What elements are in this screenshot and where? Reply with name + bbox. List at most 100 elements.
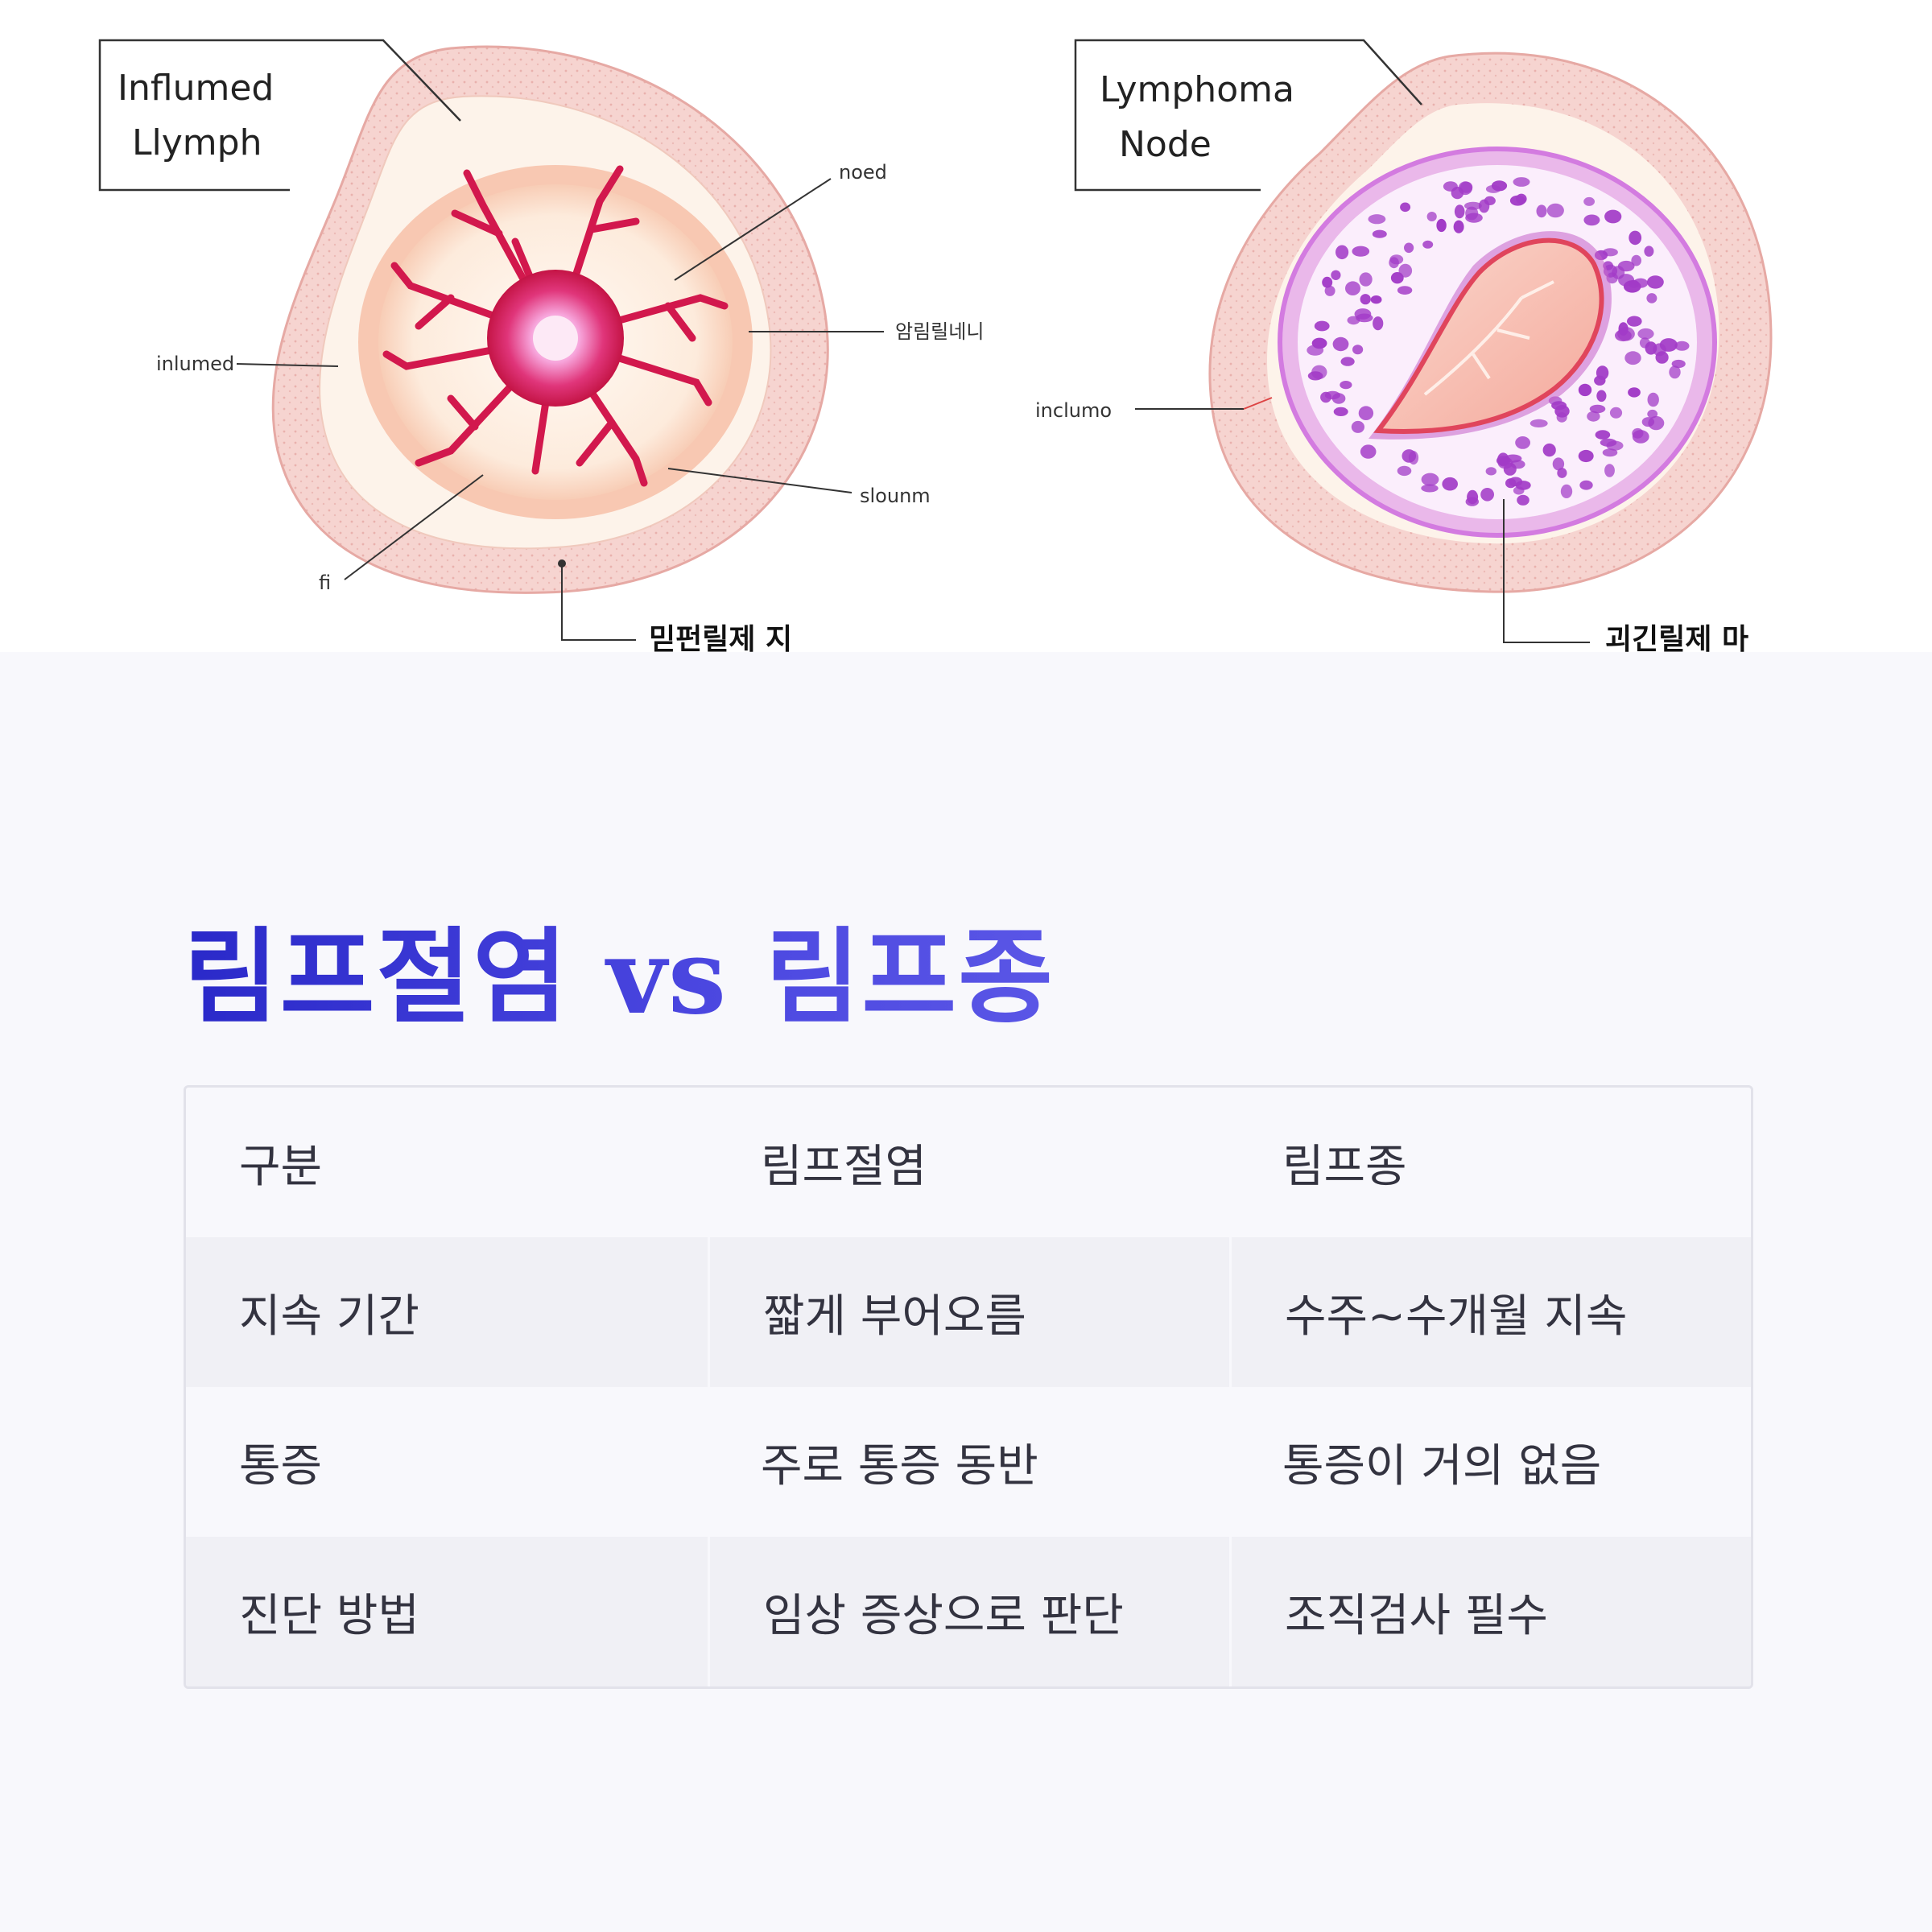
lymphoma-cell — [1359, 272, 1373, 287]
right-title-line-2: Node — [1119, 124, 1212, 165]
lymphoma-cell — [1587, 411, 1600, 422]
lymphoma-cell — [1618, 322, 1629, 336]
lymphoma-cell — [1397, 465, 1412, 477]
lymphoma-cell — [1646, 275, 1664, 289]
lymphoma-cell — [1372, 229, 1387, 238]
lymphoma-cell — [1617, 260, 1635, 272]
lymphoma-cell — [1589, 404, 1606, 414]
lymphoma-cell — [1628, 387, 1641, 398]
label-inlumed: inlumed — [156, 353, 234, 375]
lymphoma-cell — [1542, 443, 1556, 457]
label-right: 암림릴네니 — [895, 320, 984, 343]
lymphoma-cell — [1669, 365, 1681, 379]
label-noed: noed — [839, 161, 887, 184]
lymphoma-cell — [1655, 351, 1669, 364]
lymphoma-cell — [1624, 351, 1641, 365]
lymphoma-cell — [1583, 196, 1595, 206]
lymphoma-cell — [1467, 489, 1479, 505]
lymphoma-cell — [1442, 477, 1458, 491]
lymphoma-cell — [1370, 295, 1382, 304]
lymphoma-cell — [1659, 338, 1678, 352]
table-cell: 수주~수개월 지속 — [1229, 1237, 1751, 1387]
table-header-row: 구분 림프절염 림프종 — [186, 1088, 1751, 1237]
lymphoma-cell — [1453, 220, 1464, 233]
lymphoma-cell — [1629, 279, 1639, 288]
lymphoma-cell — [1332, 336, 1349, 352]
lymphoma-cell — [1530, 419, 1548, 428]
lymphoma-cell — [1644, 246, 1654, 257]
table-header-cell: 구분 — [239, 1140, 323, 1193]
lymphoma-cell — [1632, 430, 1649, 444]
lymphoma-cell — [1631, 254, 1641, 266]
table-cell: 임상 증상으로 판단 — [708, 1537, 1229, 1686]
lymphoma-cell — [1578, 449, 1594, 463]
lymphoma-cell — [1324, 390, 1340, 400]
lymphoma-cell — [1345, 281, 1360, 296]
table-row: 통증 주로 통증 동반 통증이 거의 없음 — [186, 1387, 1751, 1537]
table-header-cell: 림프종 — [1282, 1140, 1407, 1193]
lymphoma-cell — [1629, 230, 1642, 246]
left-title-line-2: Llymph — [132, 122, 262, 163]
table-header-cell: 림프절염 — [761, 1140, 927, 1193]
lymphoma-cell — [1515, 481, 1531, 490]
lymphoma-cell — [1404, 242, 1414, 254]
lymphoma-cell — [1422, 240, 1434, 249]
lymphoma-cell — [1583, 214, 1600, 226]
lymphoma-cell — [1358, 406, 1374, 420]
lymphoma-cell — [1352, 345, 1364, 355]
lymphoma-cell — [1596, 390, 1607, 402]
lymph-node-illustration: Influmed Llymph noed 암림릴네니 inlumed sloun… — [0, 0, 1932, 652]
lymphoma-cell — [1335, 245, 1349, 260]
lymphoma-cell — [1674, 341, 1690, 351]
lymphoma-cell — [1602, 248, 1618, 257]
lymphoma-cell — [1333, 407, 1348, 416]
lymphoma-cell — [1546, 203, 1564, 218]
lymphoma-cell — [1421, 473, 1439, 486]
lymphoma-cell — [1646, 293, 1657, 303]
lymphoma-cell — [1426, 212, 1437, 221]
comparison-table: 구분 림프절염 림프종 지속 기간 짧게 부어오름 수주~수개월 지속 통증 주… — [184, 1085, 1753, 1689]
lymphoma-cell — [1609, 407, 1623, 419]
lymphoma-cell — [1436, 218, 1447, 233]
lymphoma-cell — [1389, 254, 1404, 265]
table-cell: 짧게 부어오름 — [708, 1237, 1229, 1387]
lymphoma-cell — [1600, 438, 1617, 447]
lymphoma-cell — [1373, 316, 1384, 331]
lymphoma-cell — [1560, 484, 1573, 499]
lymphoma-cell — [1513, 177, 1530, 187]
lymphoma-cell — [1485, 467, 1497, 476]
table-cell: 통증이 거의 없음 — [1282, 1439, 1602, 1492]
page-title: 림프절염 vs 림프종 — [184, 894, 1055, 1042]
lymphoma-cell — [1645, 341, 1657, 355]
lymphoma-cell — [1595, 430, 1611, 440]
lymphoma-cell — [1454, 204, 1465, 219]
lymphoma-cell — [1324, 285, 1335, 296]
lymphoma-cell — [1602, 448, 1618, 457]
table-row: 진단 방법 임상 증상으로 판단 조직검사 필수 — [186, 1537, 1751, 1686]
table-cell: 통증 — [239, 1439, 323, 1492]
lymphoma-cell — [1354, 308, 1372, 320]
table-cell: 지속 기간 — [239, 1290, 419, 1343]
lymphoma-cell — [1596, 365, 1609, 380]
lymphoma-cell — [1551, 401, 1567, 411]
lymphoma-cell — [1637, 328, 1654, 340]
table-row: 지속 기간 짧게 부어오름 수주~수개월 지속 — [186, 1237, 1751, 1387]
lymphoma-cell — [1351, 420, 1364, 433]
lymphoma-cell — [1331, 270, 1341, 280]
left-bottom-label: 믿펀릴제 지 — [649, 623, 792, 652]
lymphoma-cell — [1398, 263, 1413, 278]
lymphoma-cell — [1604, 464, 1615, 477]
lymphoma-cell — [1465, 206, 1479, 221]
lymphoma-cell — [1515, 436, 1530, 449]
table-cell: 조직검사 필수 — [1229, 1537, 1751, 1686]
lymphoma-cell — [1360, 444, 1377, 459]
lymphoma-cell — [1647, 392, 1659, 407]
lymphoma-cell — [1627, 316, 1642, 327]
lymphoma-node-drawing — [1208, 52, 1773, 593]
lymphoma-cell — [1536, 204, 1547, 218]
lymphoma-cell — [1340, 357, 1355, 366]
lymphoma-cell — [1647, 409, 1658, 419]
lymphoma-cell — [1491, 180, 1508, 192]
lymphoma-cell — [1480, 488, 1494, 502]
lymphoma-cell — [1458, 181, 1473, 196]
